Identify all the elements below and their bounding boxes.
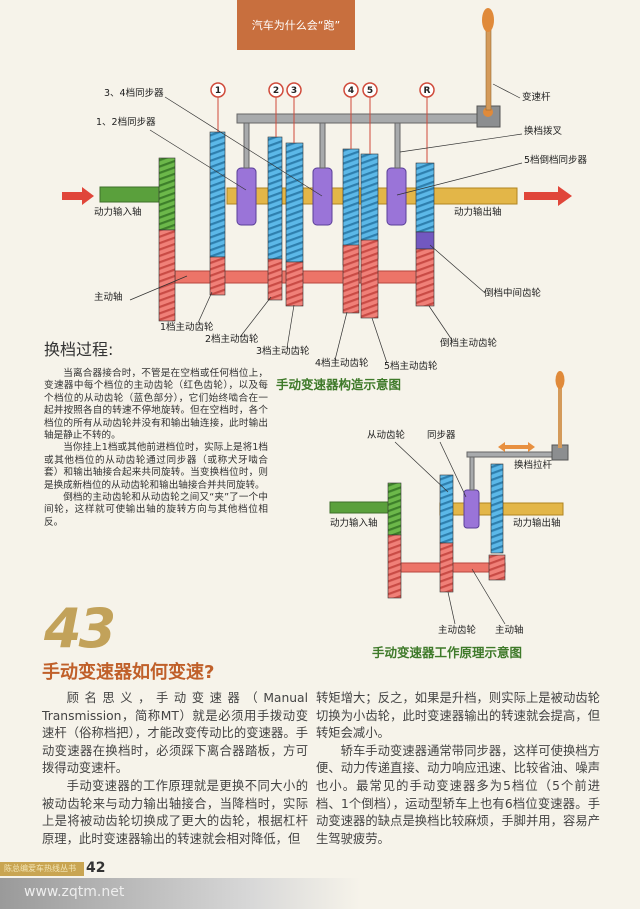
- footer-band: [0, 878, 360, 909]
- article-paragraph: 手动变速器的工作原理就是更换不同大小的被动齿轮来与动力输出轴接合，当降档时，实际…: [42, 778, 308, 846]
- label-gear5: 5档主动齿轮: [384, 361, 438, 372]
- label-reverse-gear: 倒档主动齿轮: [440, 338, 498, 349]
- article-paragraph: 轿车手动变速器通常带同步器，这样可使换档方便、动力传递直接、动力响应迅速、比较省…: [316, 743, 600, 846]
- process-title: 换档过程:: [44, 340, 114, 359]
- gear-marker: 2: [273, 86, 279, 96]
- series-name: 陈总编爱车热线丛书: [0, 862, 84, 876]
- process-body: 当离合器接合时，不管是在空档或任何档位上，变速器中每个档位的主动齿轮（红色齿轮）…: [44, 368, 268, 529]
- shift-fork: [243, 122, 250, 169]
- label-synchronizer: 同步器: [427, 430, 456, 441]
- gear-marker: 3: [291, 86, 297, 96]
- article-paragraph: 转矩增大；反之，如果是升档，则实际上是被动齿轮切换为小齿轮，此时变速器输出的转速…: [316, 691, 600, 741]
- gear-reverse: [415, 162, 435, 307]
- article-left-column: 顾名思义，手动变速器（Manual Transmission，简称MT）就是必须…: [42, 690, 308, 848]
- shift-knob: [555, 371, 565, 389]
- label-sync-34: 3、4档同步器: [104, 88, 164, 99]
- sync-5r: [386, 167, 407, 226]
- label-gear3: 3档主动齿轮: [256, 346, 310, 357]
- gear-marker: 5: [367, 86, 373, 96]
- article-paragraph: 顾名思义，手动变速器（Manual Transmission，简称MT）就是必须…: [42, 691, 308, 776]
- label-reverse-idler: 倒档中间齿轮: [484, 288, 542, 299]
- gear-marker: 1: [215, 86, 221, 96]
- sync-12: [236, 167, 257, 226]
- label-shift-fork: 换档拨叉: [524, 126, 563, 137]
- shift-rail: [236, 113, 493, 124]
- synchronizer: [463, 489, 480, 529]
- input-shaft: [99, 186, 163, 203]
- sync-34: [312, 167, 333, 226]
- article-headline: 手动变速器如何变速?: [42, 662, 215, 683]
- process-paragraph: 当离合器接合时，不管是在空档或任何档位上，变速器中每个档位的主动齿轮（红色齿轮）…: [44, 368, 268, 442]
- process-paragraph: 当你挂上1档或其他前进档位时，实际上是将1档或其他档位的从动齿轮通过同步器（或称…: [44, 442, 268, 491]
- label-shift-rod: 换档拉杆: [514, 460, 553, 471]
- diagram2: [329, 371, 569, 625]
- gear-4: [342, 148, 360, 314]
- double-arrow-icon: [498, 442, 535, 452]
- shift-lever: [485, 19, 492, 111]
- output-arrow-icon: [524, 186, 572, 206]
- article-number: 43: [44, 597, 116, 660]
- input-drive-gear: [158, 229, 176, 322]
- gear-2: [267, 136, 283, 301]
- gear-marker: R: [424, 86, 431, 96]
- label-gear2: 2档主动齿轮: [205, 334, 259, 345]
- watermark: www.zqtm.net: [24, 884, 125, 900]
- label-driven-gear: 从动齿轮: [367, 430, 406, 441]
- label-input-shaft: 动力输入轴: [94, 207, 142, 218]
- section-header-tab: 汽车为什么会“跑”: [237, 0, 355, 50]
- article-right-column: 转矩增大；反之，如果是升档，则实际上是被动齿轮切换为小齿轮，此时变速器输出的转速…: [316, 690, 600, 848]
- diagram1: 1 2 3 4 5 R: [62, 8, 572, 364]
- gear-3: [285, 142, 304, 307]
- gear-1: [209, 131, 226, 296]
- shift-knob: [482, 8, 494, 32]
- label-gear4: 4档主动齿轮: [315, 358, 369, 369]
- label-gear1: 1档主动齿轮: [160, 322, 214, 333]
- process-paragraph: 倒档的主动齿轮和从动齿轮之间又“夹”了一个中间轮，这样就可使输出轴的旋转方向与其…: [44, 492, 268, 528]
- label-sync-12: 1、2档同步器: [96, 117, 156, 128]
- label-drive-shaft: 主动轴: [495, 625, 524, 636]
- label-drive-gear: 主动齿轮: [438, 625, 477, 636]
- label-drive-shaft: 主动轴: [94, 292, 123, 303]
- label-output-shaft: 动力输出轴: [454, 207, 502, 218]
- shift-fork: [319, 122, 326, 169]
- label-input-shaft: 动力输入轴: [330, 518, 378, 529]
- page-number: 42: [86, 860, 106, 876]
- diagram2-caption: 手动变速器工作原理示意图: [372, 645, 523, 660]
- label-output-shaft: 动力输出轴: [513, 518, 561, 529]
- shift-rod-lever: [558, 380, 562, 448]
- gear-marker: 4: [348, 86, 354, 96]
- shift-fork: [394, 122, 401, 169]
- diagram1-caption: 手动变速器构造示意图: [276, 377, 402, 392]
- leader-lines: [129, 83, 523, 364]
- label-shift-lever: 变速杆: [522, 92, 551, 103]
- input-arrow-icon: [62, 187, 94, 205]
- input-shaft: [329, 501, 391, 514]
- label-sync-5r: 5档倒档同步器: [524, 155, 588, 166]
- gear-5: [360, 153, 379, 319]
- input-gear: [158, 157, 176, 231]
